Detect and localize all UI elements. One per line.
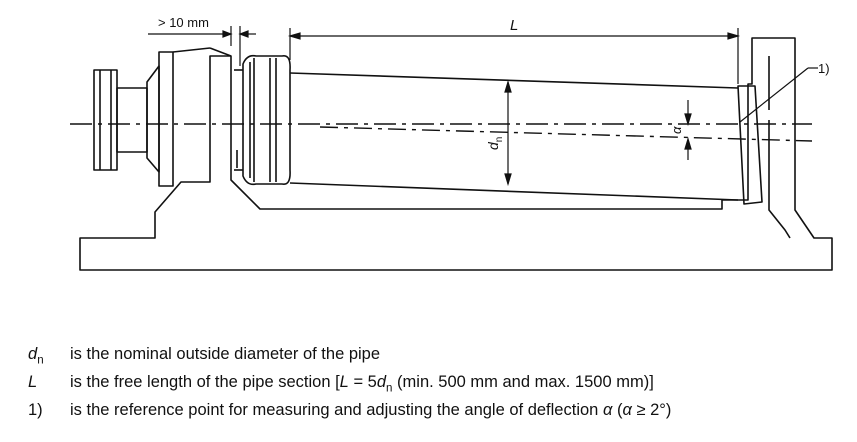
reference-point-label: 1) (818, 61, 830, 76)
legend-symbol-l: L (28, 373, 38, 391)
reference-leader-line (739, 67, 809, 123)
gap-dimension-label: > 10 mm (158, 15, 209, 30)
legend-text-l: is the free length of the pipe section [… (70, 373, 654, 395)
legend: dn is the nominal outside diameter of th… (28, 343, 848, 427)
base-frame (79, 37, 833, 271)
test-rig-diagram: > 10 mm L dn α 1) (70, 15, 833, 271)
right-upright-inner (768, 56, 791, 239)
left-clamp-neck (116, 87, 148, 153)
pipe-axis-line (319, 126, 813, 142)
left-clamp-cone (146, 65, 160, 173)
legend-symbol-dn: dn (28, 345, 44, 367)
angle-label: α (669, 126, 684, 134)
pipe-collar (242, 54, 291, 186)
legend-row-dn: dn is the nominal outside diameter of th… (28, 343, 848, 371)
pipe-section (289, 72, 739, 201)
legend-text-dn: is the nominal outside diameter of the p… (70, 345, 381, 363)
diameter-dimension-label: dn (485, 137, 505, 150)
length-dimension-label: L (510, 17, 518, 34)
legend-row-l: L is the free length of the pipe section… (28, 371, 848, 399)
pipe-end-cap (737, 85, 763, 205)
left-clamp-flange (93, 69, 118, 171)
legend-text-ref: is the reference point for measuring and… (70, 401, 672, 419)
left-clamp-body (158, 51, 174, 187)
legend-row-ref: 1) is the reference point for measuring … (28, 399, 848, 427)
legend-symbol-ref: 1) (28, 401, 43, 419)
